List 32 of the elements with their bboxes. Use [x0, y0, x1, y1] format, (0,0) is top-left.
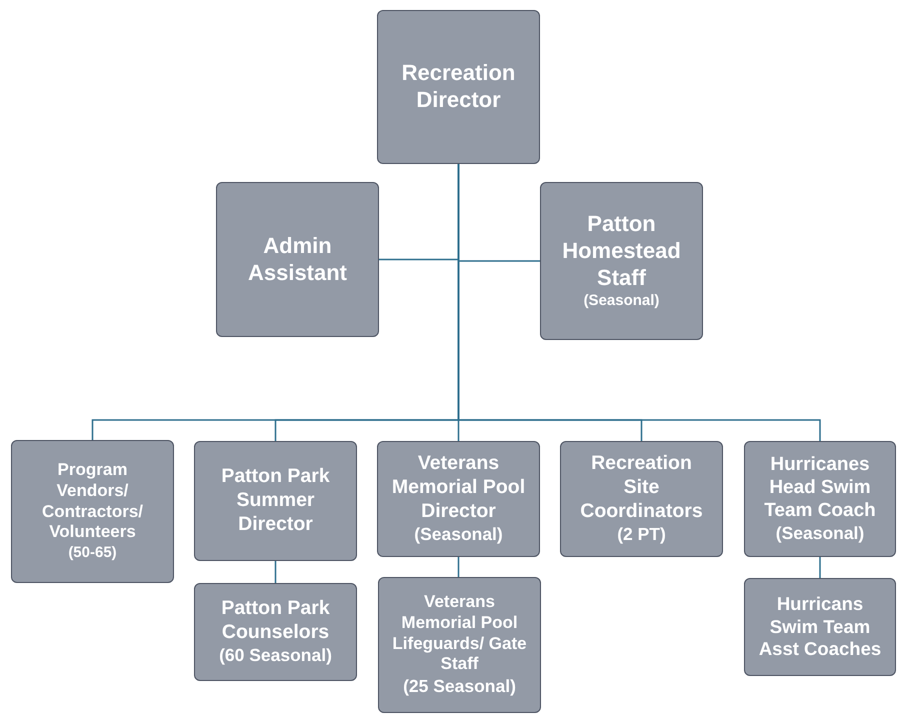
org-box [194, 583, 357, 681]
org-box [194, 441, 357, 561]
role-title: Hurricans Swim Team Asst Coaches [758, 593, 882, 661]
connector-line [274, 561, 276, 583]
org-box [378, 577, 541, 713]
org-box [560, 441, 723, 557]
role-note: (25 Seasonal) [403, 675, 516, 698]
org-box [744, 441, 896, 557]
role-note: (50-65) [68, 543, 117, 563]
org-box [540, 182, 703, 340]
role-title: Recreation Director [400, 60, 516, 114]
role-title: Patton Park Counselors [220, 596, 331, 644]
org-box [216, 182, 379, 337]
role-title: Veterans Memorial Pool Lifeguards/ Gate Staff [391, 592, 528, 676]
role-title: Patton Park Summer Director [220, 465, 331, 537]
role-title: Patton Homestead Staff [561, 211, 682, 292]
org-box [377, 441, 540, 557]
org-box [377, 10, 540, 164]
role-title: Recreation Site Coordinators [579, 452, 704, 524]
role-note: (2 PT) [617, 523, 666, 546]
connector-line [458, 557, 460, 577]
role-note: (Seasonal) [584, 291, 660, 311]
role-note: (Seasonal) [776, 522, 864, 546]
role-title: Program Vendors/ Contractors/ Volunteers [40, 460, 144, 544]
role-title: Admin Assistant [246, 232, 348, 286]
role-note: (Seasonal) [414, 523, 503, 546]
org-box [744, 578, 896, 676]
org-box [11, 440, 174, 583]
connector-line [819, 557, 821, 578]
role-title: Veterans Memorial Pool Director [390, 452, 526, 524]
role-note: (60 Seasonal) [219, 644, 332, 668]
role-title: Hurricanes Head Swim Team Coach [763, 452, 877, 522]
